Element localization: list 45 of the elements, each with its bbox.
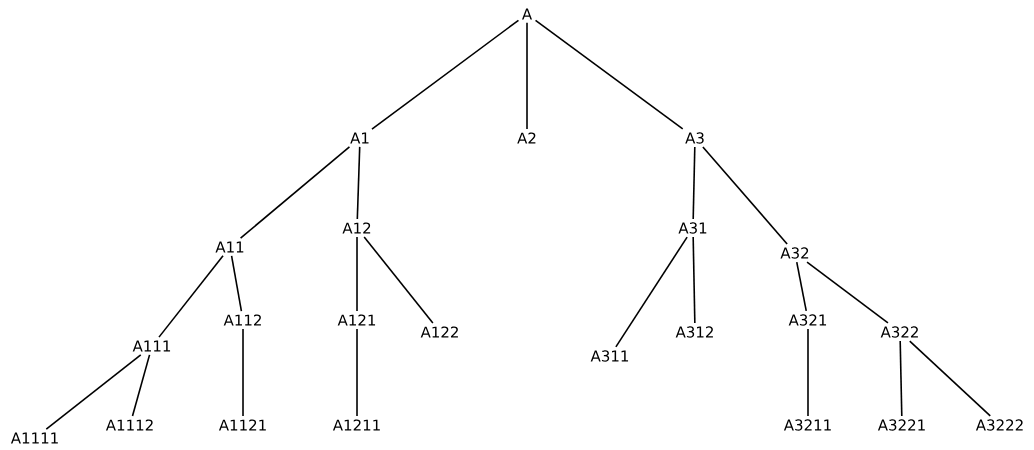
node-label: A311 xyxy=(590,350,629,362)
tree-line xyxy=(899,340,903,417)
node-label: A3221 xyxy=(877,419,925,431)
node-label: A112 xyxy=(223,314,261,326)
node-label: A322 xyxy=(880,326,918,338)
node-label: A12 xyxy=(342,222,371,234)
node-label: A3 xyxy=(685,132,704,144)
node-label: A121 xyxy=(337,314,376,326)
node-label: A xyxy=(522,8,532,20)
tree-line xyxy=(795,261,808,312)
tree-line xyxy=(356,236,358,312)
tree-line xyxy=(363,236,434,324)
node-label: A11 xyxy=(215,241,244,253)
node-label: A2 xyxy=(517,132,536,144)
node-label: A1 xyxy=(350,132,369,144)
tree-line xyxy=(908,340,992,417)
tree-line xyxy=(45,354,142,430)
tree-line xyxy=(371,19,520,130)
tree-line xyxy=(356,328,358,417)
node-label: A32 xyxy=(780,247,809,259)
node-label: A1111 xyxy=(10,432,58,444)
node-label: A1121 xyxy=(218,419,266,431)
tree-line xyxy=(806,261,889,324)
tree-line xyxy=(158,255,224,338)
tree-line xyxy=(807,328,809,417)
node-label: A1112 xyxy=(105,419,153,431)
tree-line xyxy=(692,146,696,220)
node-label: A321 xyxy=(788,314,827,326)
tree-line xyxy=(131,354,151,417)
tree-line xyxy=(702,146,788,245)
node-label: A31 xyxy=(678,222,707,234)
tree-line xyxy=(242,328,244,417)
node-label: A111 xyxy=(132,340,171,352)
tree-line xyxy=(356,146,361,220)
node-label: A312 xyxy=(675,326,713,338)
tree-line xyxy=(526,22,528,130)
tree-line xyxy=(615,236,688,348)
tree-line xyxy=(230,255,243,312)
node-label: A3222 xyxy=(975,419,1023,431)
tree-line xyxy=(692,236,696,324)
node-label: A1211 xyxy=(332,419,380,431)
node-label: A3211 xyxy=(783,419,831,431)
tree-line xyxy=(239,146,351,239)
tree-line xyxy=(534,19,684,130)
node-label: A122 xyxy=(420,326,458,338)
